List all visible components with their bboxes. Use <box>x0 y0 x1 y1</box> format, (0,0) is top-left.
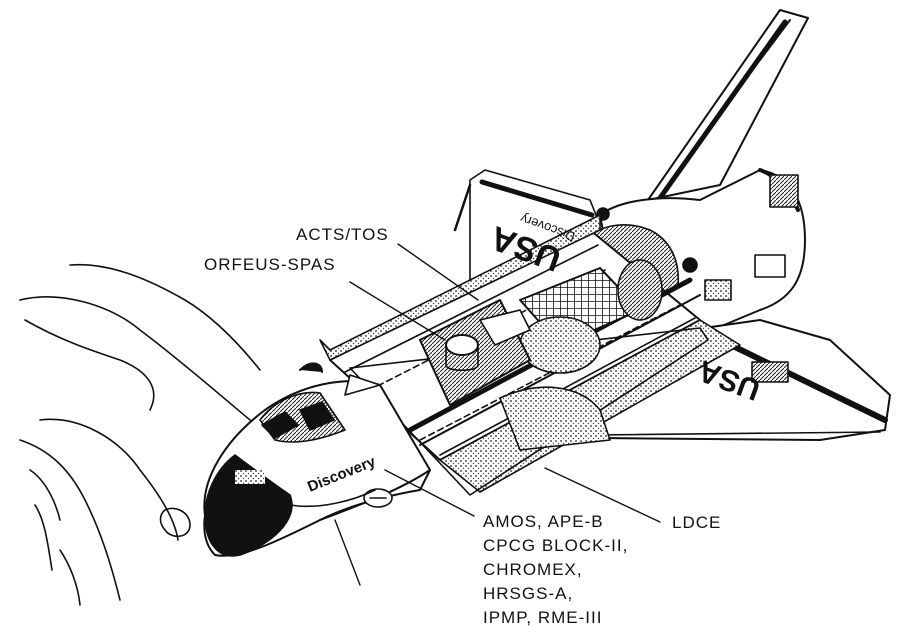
forward-fuselage <box>203 362 431 557</box>
label-acts-tos: ACTS/TOS <box>296 225 389 244</box>
label-ldce: LDCE <box>672 513 722 532</box>
payload-list-line: AMOS, APE-B <box>483 512 604 531</box>
label-payload-list: AMOS, APE-B CPCG BLOCK-II, CHROMEX, HRSG… <box>483 510 628 630</box>
leader-lines <box>334 243 661 586</box>
payload-list-line: IPMP, RME-III <box>483 608 603 627</box>
payload-list-line: CHROMEX, <box>483 560 583 579</box>
vertical-stabilizer <box>647 9 809 201</box>
label-orfeus-spas: ORFEUS-SPAS <box>204 255 336 274</box>
orfeus-spas-payload <box>419 299 531 406</box>
acts-tos-payload <box>519 259 663 374</box>
payload-list-line: HRSGS-A, <box>483 584 574 603</box>
earth-coastline <box>19 263 261 606</box>
payload-list-line: CPCG BLOCK-II, <box>483 536 629 555</box>
